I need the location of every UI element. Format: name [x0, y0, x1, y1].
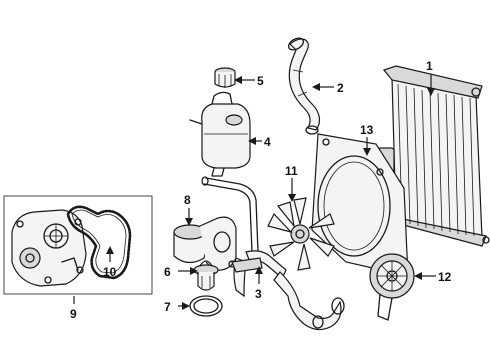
callout-12: 12 — [438, 270, 452, 284]
thermostat-gasket[interactable] — [189, 295, 223, 317]
water-pump-group — [3, 195, 153, 295]
callout-1: 1 — [426, 59, 433, 73]
callout-8: 8 — [184, 193, 191, 207]
callout-7: 7 — [164, 300, 171, 314]
leader-lines — [73, 74, 436, 310]
coolant-pipe-assembly[interactable] — [201, 176, 345, 331]
cooling-fan[interactable] — [267, 197, 335, 271]
water-pump-group-frame — [3, 195, 153, 295]
callout-10: 10 — [103, 265, 117, 279]
callout-9: 9 — [70, 307, 77, 321]
thermostat-housing[interactable] — [173, 216, 237, 271]
callout-4: 4 — [264, 135, 271, 149]
callout-11: 11 — [285, 164, 298, 178]
coolant-reservoir[interactable] — [189, 91, 251, 177]
fan-shroud[interactable] — [311, 133, 409, 277]
callout-6: 6 — [164, 265, 171, 279]
callout-labels: 1 2 3 4 5 6 7 8 9 10 11 12 13 — [70, 59, 452, 321]
radiator[interactable] — [377, 65, 490, 247]
callout-2: 2 — [337, 81, 344, 95]
water-pump-gasket[interactable] — [66, 205, 132, 280]
reservoir-cap[interactable] — [214, 67, 236, 88]
thermostat[interactable] — [193, 260, 219, 291]
callout-3: 3 — [255, 287, 262, 301]
callout-13: 13 — [360, 123, 374, 137]
upper-radiator-hose[interactable] — [287, 36, 321, 135]
fan-clutch[interactable] — [369, 253, 415, 321]
callout-5: 5 — [257, 74, 264, 88]
